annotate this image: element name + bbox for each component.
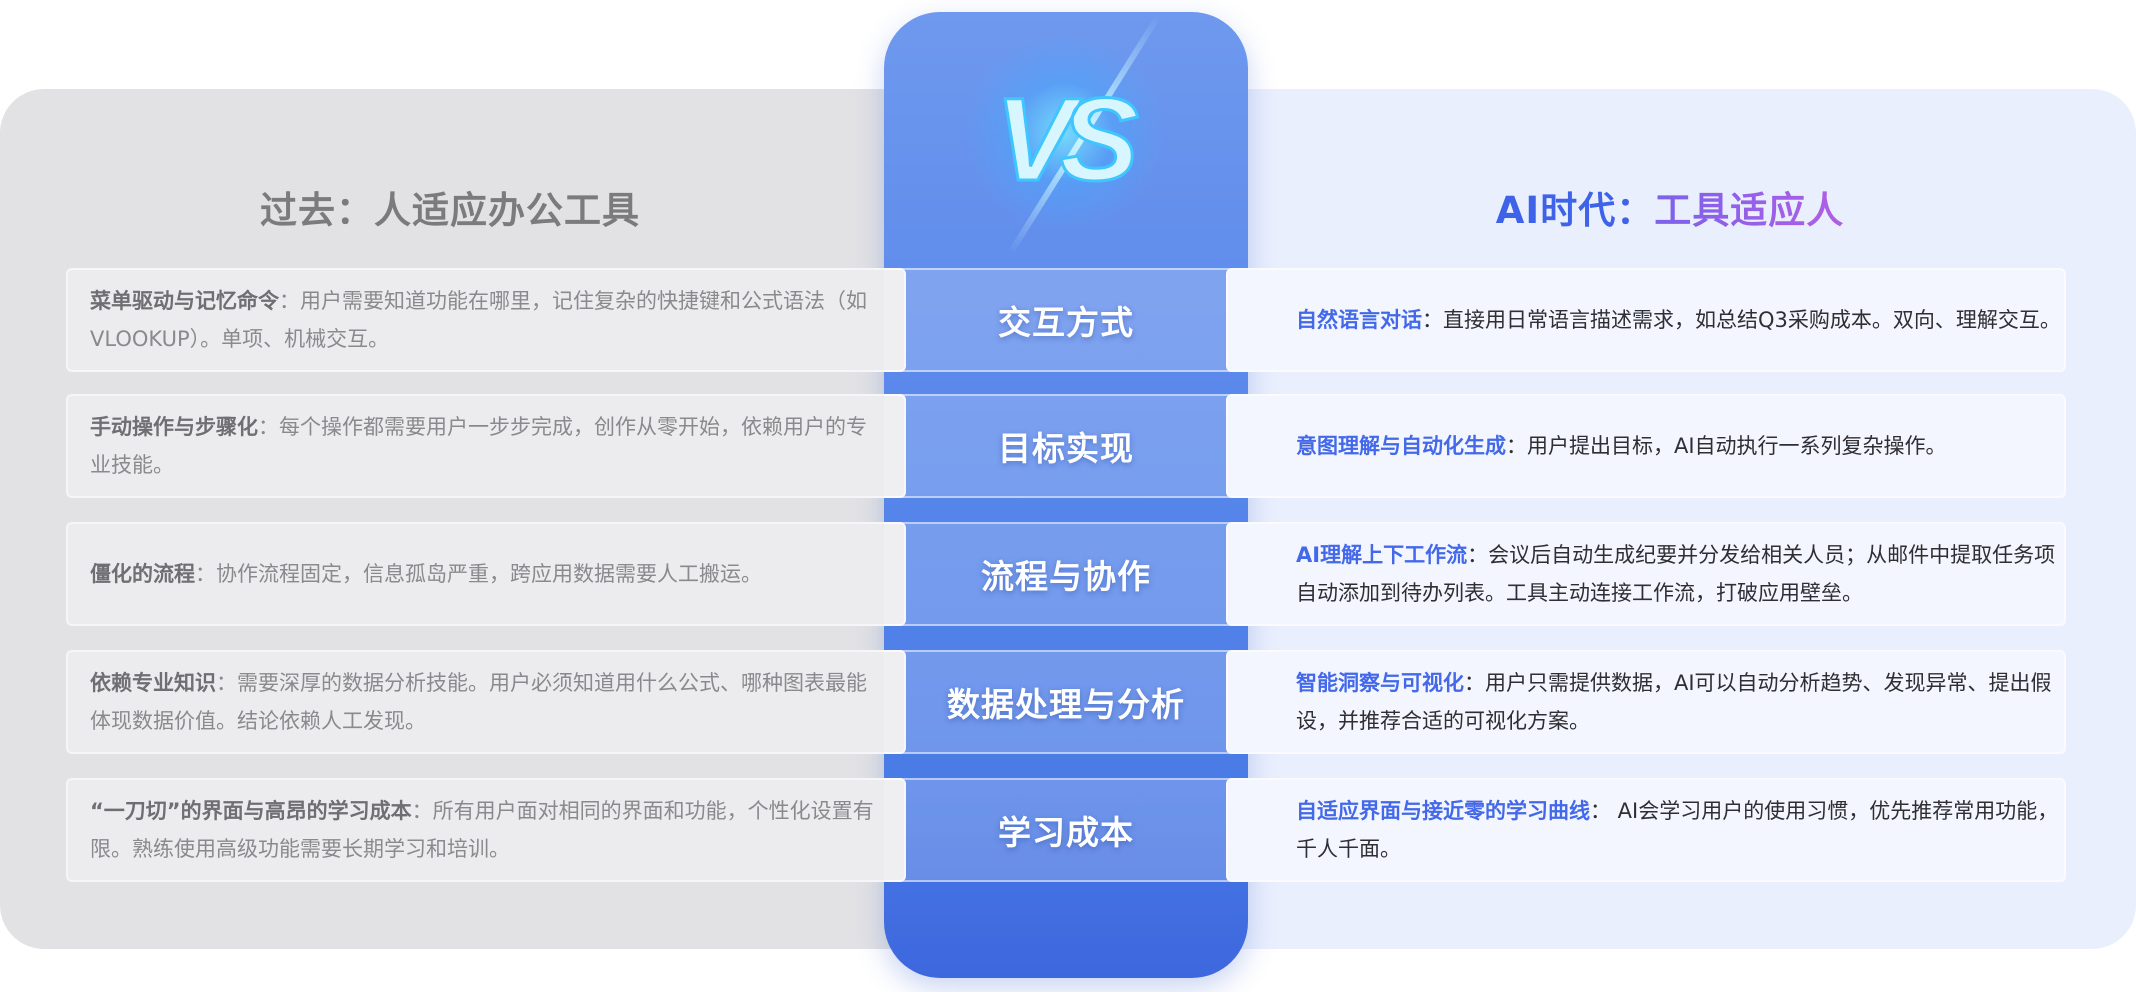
ai-card-lead: 自然语言对话 [1296, 308, 1422, 332]
past-card-interaction: 菜单驱动与记忆命令：用户需要知道功能在哪里，记住复杂的快捷键和公式语法（如VLO… [66, 268, 906, 372]
ai-era-title-part2: 工具适应人 [1654, 189, 1845, 232]
ai-card-text: 智能洞察与可视化：用户只需提供数据，AI可以自动分析趋势、发现异常、提出假设，并… [1296, 664, 2064, 740]
past-card-text: 僵化的流程：协作流程固定，信息孤岛严重，跨应用数据需要人工搬运。 [90, 555, 762, 593]
past-card-body: ：每个操作都需要用户一步步完成，创作从零开始，依赖用户的专业技能。 [90, 415, 867, 477]
past-card-lead: 依赖专业知识 [90, 671, 216, 695]
ai-card-lead: 自适应界面与接近零的学习曲线 [1296, 799, 1590, 823]
ai-card-lead: 智能洞察与可视化 [1296, 671, 1464, 695]
ai-card-body: ：用户提出目标，AI自动执行一系列复杂操作。 [1506, 434, 1947, 458]
ai-card-interaction: 自然语言对话：直接用日常语言描述需求，如总结Q3采购成本。双向、理解交互。 [1226, 268, 2066, 372]
ai-card-lead: AI理解上下工作流 [1296, 543, 1468, 567]
past-card-text: 依赖专业知识：需要深厚的数据分析技能。用户必须知道用什么公式、哪种图表最能体现数… [90, 664, 882, 740]
past-card-data: 依赖专业知识：需要深厚的数据分析技能。用户必须知道用什么公式、哪种图表最能体现数… [66, 650, 906, 754]
dimension-label: 交互方式 [884, 268, 1248, 372]
ai-era-title-part1: AI时代： [1495, 189, 1655, 232]
ai-card-body: ：会议后自动生成纪要并分发给相关人员；从邮件中提取任务项自动添加到待办列表。工具… [1296, 543, 2056, 605]
ai-card-learning: 自适应界面与接近零的学习曲线： AI会学习用户的使用习惯，优先推荐常用功能，千人… [1226, 778, 2066, 882]
past-card-body: ：所有用户面对相同的界面和功能，个性化设置有限。熟练使用高级功能需要长期学习和培… [90, 799, 874, 861]
past-title: 过去：人适应办公工具 [260, 189, 640, 232]
past-card-body: ：协作流程固定，信息孤岛严重，跨应用数据需要人工搬运。 [195, 562, 762, 586]
past-card-text: 菜单驱动与记忆命令：用户需要知道功能在哪里，记住复杂的快捷键和公式语法（如VLO… [90, 282, 882, 358]
ai-card-body: ：直接用日常语言描述需求，如总结Q3采购成本。双向、理解交互。 [1422, 308, 2061, 332]
past-card-lead: 手动操作与步骤化 [90, 415, 258, 439]
ai-card-text: 自适应界面与接近零的学习曲线： AI会学习用户的使用习惯，优先推荐常用功能，千人… [1296, 792, 2064, 868]
past-card-lead: 菜单驱动与记忆命令 [90, 289, 279, 313]
dimension-label: 目标实现 [884, 394, 1248, 498]
comparison-dimension-column: VS [884, 12, 1248, 978]
past-card-workflow: 僵化的流程：协作流程固定，信息孤岛严重，跨应用数据需要人工搬运。 [66, 522, 906, 626]
past-card-goal: 手动操作与步骤化：每个操作都需要用户一步步完成，创作从零开始，依赖用户的专业技能… [66, 394, 906, 498]
ai-card-body: ： AI会学习用户的使用习惯，优先推荐常用功能，千人千面。 [1296, 799, 2059, 861]
past-card-lead: 僵化的流程 [90, 562, 195, 586]
ai-card-text: 自然语言对话：直接用日常语言描述需求，如总结Q3采购成本。双向、理解交互。 [1296, 301, 2061, 339]
ai-card-text: 意图理解与自动化生成：用户提出目标，AI自动执行一系列复杂操作。 [1296, 427, 1947, 465]
ai-card-body: ：用户只需提供数据，AI可以自动分析趋势、发现异常、提出假设，并推荐合适的可视化… [1296, 671, 2052, 733]
past-card-text: 手动操作与步骤化：每个操作都需要用户一步步完成，创作从零开始，依赖用户的专业技能… [90, 408, 882, 484]
ai-card-text: AI理解上下工作流：会议后自动生成纪要并分发给相关人员；从邮件中提取任务项自动添… [1296, 536, 2064, 612]
ai-card-data: 智能洞察与可视化：用户只需提供数据，AI可以自动分析趋势、发现异常、提出假设，并… [1226, 650, 2066, 754]
past-card-body: ：需要深厚的数据分析技能。用户必须知道用什么公式、哪种图表最能体现数据价值。结论… [90, 671, 867, 733]
vs-text: VS [995, 74, 1138, 206]
dimension-label: 学习成本 [884, 778, 1248, 882]
past-card-learning: “一刀切”的界面与高昂的学习成本：所有用户面对相同的界面和功能，个性化设置有限。… [66, 778, 906, 882]
dimension-label: 流程与协作 [884, 522, 1248, 626]
ai-card-workflow: AI理解上下工作流：会议后自动生成纪要并分发给相关人员；从邮件中提取任务项自动添… [1226, 522, 2066, 626]
past-card-body: ：用户需要知道功能在哪里，记住复杂的快捷键和公式语法（如VLOOKUP）。单项、… [90, 289, 867, 351]
vs-emblem-icon: VS [994, 73, 1148, 208]
ai-era-title: AI时代：工具适应人 [1290, 180, 2050, 234]
ai-card-lead: 意图理解与自动化生成 [1296, 434, 1506, 458]
past-card-text: “一刀切”的界面与高昂的学习成本：所有用户面对相同的界面和功能，个性化设置有限。… [90, 792, 882, 868]
dimension-label: 数据处理与分析 [884, 650, 1248, 754]
ai-card-goal: 意图理解与自动化生成：用户提出目标，AI自动执行一系列复杂操作。 [1226, 394, 2066, 498]
past-card-lead: “一刀切”的界面与高昂的学习成本 [90, 799, 412, 823]
